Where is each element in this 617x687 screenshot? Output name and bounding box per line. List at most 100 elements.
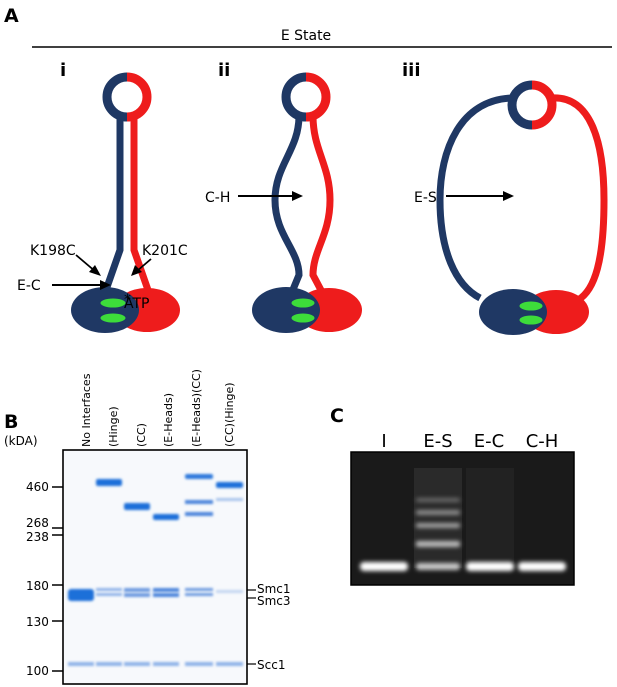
lane-label: (Hinge) — [107, 406, 120, 447]
marker-label: 130 — [26, 615, 49, 629]
marker-label: 180 — [26, 579, 49, 593]
gel-band — [185, 662, 213, 666]
gel-lane-label: E-C — [474, 431, 504, 452]
panel-c: C I E-S E-C C-H — [330, 405, 575, 586]
gel-band — [96, 593, 122, 596]
marker-label: 238 — [26, 530, 49, 544]
gel-band — [124, 588, 150, 592]
gel-band — [216, 662, 243, 666]
interface-label-ch: C-H — [205, 190, 230, 206]
lane-label: (E-Heads) — [162, 393, 175, 447]
e-state-title: E State — [281, 28, 331, 44]
coomassie-gel — [62, 449, 248, 685]
gel-band — [185, 512, 213, 516]
hinge-domain — [102, 72, 152, 122]
atp-molecule — [290, 297, 316, 309]
gel-band — [360, 562, 408, 571]
gel-band — [416, 498, 460, 502]
subpanel-ii: ii C-H — [205, 60, 362, 333]
subpanel-numeral-ii: ii — [218, 60, 230, 81]
smc3-coiled-coil — [271, 115, 303, 294]
gel-bands — [68, 474, 243, 666]
gel-band — [416, 510, 460, 515]
gel-band — [185, 500, 213, 504]
smc3-coiled-coil — [436, 94, 513, 302]
panel-b: B (kDA) No Interfaces (Hinge) (CC) (E-He… — [4, 369, 291, 685]
marker-label: 460 — [26, 480, 49, 494]
subpanel-numeral-i: i — [60, 60, 66, 81]
gel-band — [124, 503, 150, 510]
marker-label: 268 — [26, 516, 49, 530]
gel-band — [416, 523, 460, 528]
interface-arrowhead-es — [503, 191, 514, 201]
lane-labels: No Interfaces (Hinge) (CC) (E-Heads) (E-… — [80, 369, 236, 447]
interface-label-es: E-S — [414, 190, 437, 206]
gel-smear — [414, 468, 462, 568]
atp-molecule — [518, 300, 544, 312]
lane-label: (E-Heads)(CC) — [190, 369, 203, 447]
gel-smear — [466, 468, 514, 563]
gel-band — [185, 474, 213, 479]
gel-band — [216, 590, 243, 593]
right-mutation-arrow — [136, 258, 152, 272]
gel-band — [466, 562, 514, 571]
atp-label: ATP — [124, 296, 149, 312]
subpanel-i: i ATP * K198C K201C E-C — [17, 60, 188, 333]
marker-label: 100 — [26, 664, 49, 678]
hinge-domain — [507, 80, 557, 130]
atp-molecule — [518, 314, 544, 326]
gel-band — [216, 498, 243, 501]
band-labels: Smc1 Smc3 Scc1 — [247, 582, 291, 672]
subpanel-iii: iii E-S — [402, 60, 608, 335]
gel-band — [216, 482, 243, 488]
left-mutation-arrowhead — [89, 265, 101, 276]
subpanel-numeral-iii: iii — [402, 60, 421, 81]
gel-band — [68, 589, 94, 601]
interface-arrowhead-ch — [292, 191, 303, 201]
unit-label: (kDA) — [4, 434, 38, 448]
mw-markers: 460 268 238 180 130 100 — [26, 480, 63, 678]
smc3-coiled-coil — [102, 116, 124, 292]
band-label-smc1: Smc1 — [257, 582, 291, 596]
lane-label: No Interfaces — [80, 373, 93, 447]
band-label-smc3: Smc3 — [257, 594, 291, 608]
interface-label-ec: E-C — [17, 278, 41, 294]
gel-band — [185, 588, 213, 591]
gel-band — [96, 662, 122, 666]
atp-molecule — [99, 312, 127, 324]
gel-band — [96, 479, 122, 486]
gel-band — [416, 541, 460, 547]
left-mutation-label: K198C — [30, 243, 76, 259]
panel-a: A E State i ATP * K198C K201C — [4, 5, 612, 335]
gel-band — [68, 662, 94, 666]
smc1-coiled-coil — [130, 116, 152, 292]
gel-band — [153, 662, 179, 666]
gel-lane-label: E-S — [423, 431, 452, 452]
gel-lane-label: I — [381, 431, 386, 452]
gel-band — [518, 562, 566, 571]
atp-molecule — [99, 297, 127, 309]
panel-letter-c: C — [330, 405, 344, 427]
interface-arrowhead-ec — [100, 280, 111, 290]
gel-band — [124, 593, 150, 597]
smc3-head — [479, 289, 547, 335]
right-mutation-arrowhead — [131, 265, 142, 276]
smc3-head — [252, 287, 320, 333]
gel-band — [153, 514, 179, 520]
hinge-domain — [281, 72, 331, 122]
band-label-scc1: Scc1 — [257, 658, 285, 672]
smc1-coiled-coil — [309, 115, 334, 294]
dna-gel-bands — [360, 468, 566, 571]
atp-star: * — [124, 292, 131, 308]
panel-letter-a: A — [4, 5, 19, 27]
gel-band — [153, 593, 179, 597]
gel-lane-label: C-H — [526, 431, 559, 452]
atp-molecule — [290, 312, 316, 324]
panel-letter-b: B — [4, 411, 18, 433]
gel-band — [416, 563, 460, 570]
smc1-coiled-coil — [551, 94, 608, 304]
right-mutation-label: K201C — [142, 243, 188, 259]
gel-band — [185, 593, 213, 596]
lane-label: (CC) — [135, 423, 148, 447]
